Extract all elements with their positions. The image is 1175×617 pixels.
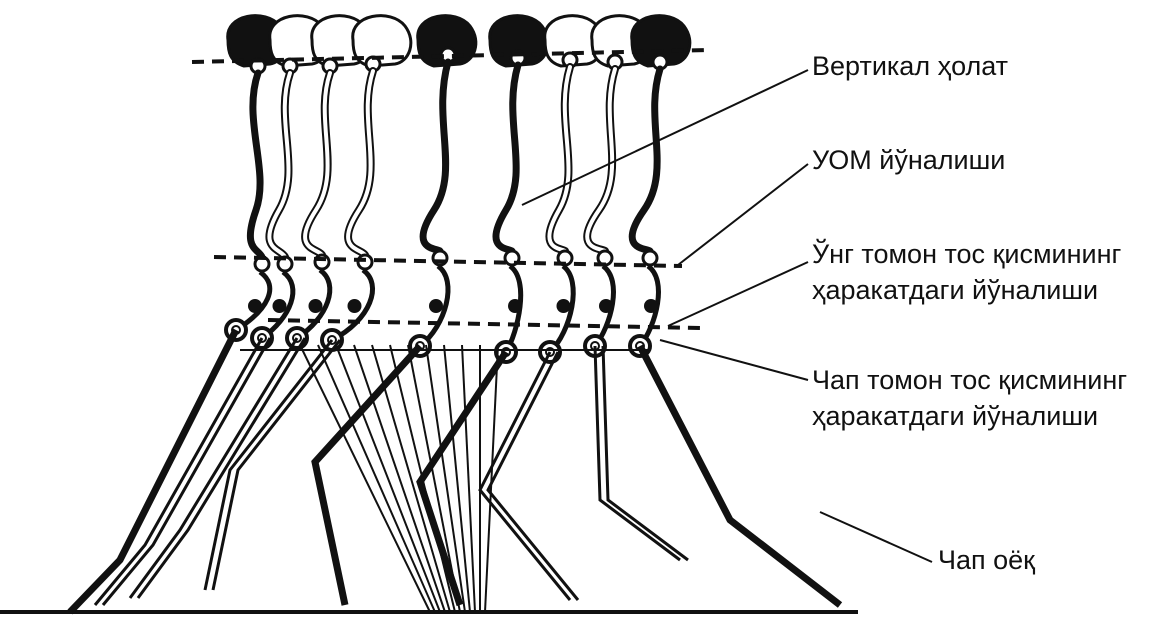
- spine-1: [250, 73, 262, 257]
- spine-6: [496, 65, 518, 251]
- pelvis-joint-4: [358, 255, 372, 269]
- spine-5: [423, 62, 448, 251]
- stick-figure-7: [480, 16, 603, 600]
- label-right-pelvis-direction: Ўнг томон тос қисмининг ҳаракатдаги йўна…: [812, 236, 1121, 308]
- stick-figure-4: [205, 16, 411, 590]
- spine-inner-3: [305, 73, 330, 255]
- sacral-dot-9: [644, 299, 658, 313]
- spine-9: [632, 69, 660, 251]
- label-com-direction: УОМ йўналиши: [812, 142, 1005, 178]
- label-right-pelvis-line-2: ҳаракатдаги йўналиши: [812, 272, 1121, 308]
- sacral-dot-5: [429, 299, 443, 313]
- sacral-dot-3: [309, 299, 323, 313]
- pelvis-joint-9: [643, 251, 657, 265]
- leader-com-direction: [678, 164, 808, 265]
- dashed-line-right-pelvis: [268, 320, 702, 328]
- label-right-pelvis-line-1: Ўнг томон тос қисмининг: [812, 236, 1121, 272]
- support-leg-line-7: [408, 345, 460, 612]
- stick-figure-8: [585, 16, 688, 560]
- leg-9: [640, 346, 840, 605]
- sacral-dot-2: [273, 299, 287, 313]
- sacral-dot-7: [557, 299, 571, 313]
- sacral-dot-4: [348, 299, 362, 313]
- sacral-dot-6: [508, 299, 522, 313]
- label-left-pelvis-line-2: ҳаракатдаги йўналиши: [812, 398, 1127, 434]
- stick-figure-1: [70, 16, 286, 612]
- label-vertical-position: Вертикал ҳолат: [812, 48, 1008, 84]
- label-left-pelvis-direction: Чап томон тос қисмининг ҳаракатдаги йўна…: [812, 362, 1127, 434]
- spine-inner-8: [587, 69, 615, 251]
- spine-inner-7: [549, 67, 570, 251]
- sacral-dot-8: [599, 299, 613, 313]
- leader-left-pelvis: [660, 340, 808, 380]
- stick-figure-2: [95, 16, 328, 605]
- label-left-leg: Чап оёқ: [938, 542, 1035, 578]
- leg-outline-7: [488, 352, 578, 600]
- leader-right-pelvis: [668, 262, 808, 326]
- spine-inner-4: [348, 71, 373, 255]
- leg-1: [70, 330, 236, 612]
- support-leg-line-10: [462, 345, 475, 612]
- sacral-dot-1: [248, 299, 262, 313]
- leg-outline-8: [603, 346, 688, 560]
- leader-left-leg: [820, 512, 932, 562]
- label-left-pelvis-line-1: Чап томон тос қисмининг: [812, 362, 1127, 398]
